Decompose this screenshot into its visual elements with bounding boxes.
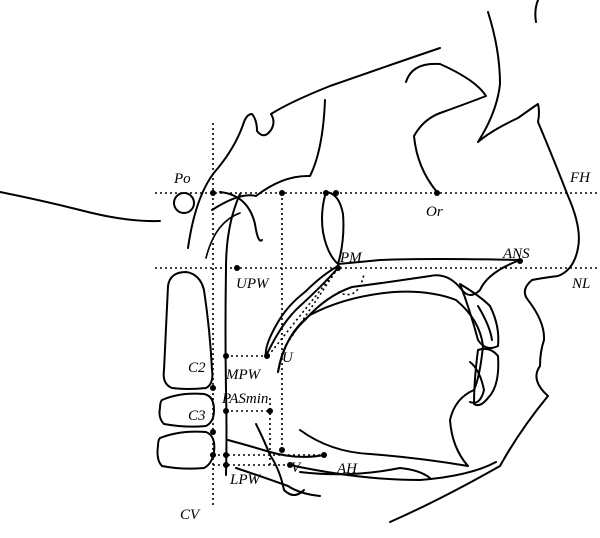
orbit-outline [405, 62, 487, 193]
point-fh-2 [323, 190, 329, 196]
skull-base-outline [0, 191, 161, 223]
point-u [264, 353, 270, 359]
label-cv: CV [180, 507, 201, 523]
point-c3 [210, 429, 216, 435]
c2-vertebra [162, 271, 214, 390]
point-pasmin-posterior [223, 408, 229, 414]
point-v [279, 447, 285, 453]
soft-palate-outline [264, 265, 339, 357]
label-v: V [291, 460, 302, 476]
label-lpw: LPW [229, 472, 262, 488]
point-ans [517, 258, 523, 264]
point-fh-1 [279, 190, 285, 196]
cervical-vertebrae [156, 271, 216, 470]
landmark-labels: Po FH Or PM ANS NL UPW U C2 MPW PASmin C… [173, 170, 591, 523]
landmark-points [210, 190, 523, 468]
point-pm [335, 265, 341, 271]
hyoid-outline [227, 439, 325, 458]
point-c3-lower [223, 462, 229, 468]
point-upw [234, 265, 240, 271]
upper-incisor-outline [459, 283, 500, 349]
hyoid-lower-outline [235, 467, 321, 497]
label-mpw: MPW [225, 367, 262, 383]
mandible-lower-border [299, 467, 431, 479]
point-c2 [210, 385, 216, 391]
reference-lines [155, 123, 598, 505]
posterior-pharyngeal-wall [219, 191, 263, 242]
label-pasmin: PASmin [221, 391, 268, 407]
tongue-outline [277, 290, 484, 467]
point-fh-3 [333, 190, 339, 196]
upper-incisor-crown [477, 305, 493, 341]
mandible-inner-line [289, 461, 497, 481]
label-c2: C2 [188, 360, 206, 376]
point-or [434, 190, 440, 196]
pm-u-line-a [267, 267, 339, 357]
lower-incisor-outline [473, 347, 500, 407]
c4-vertebra [156, 430, 216, 470]
c3-vertebra [158, 392, 215, 428]
point-v-lower [287, 462, 293, 468]
epiglottis-outline [255, 423, 305, 496]
pharynx-posterior-line [224, 193, 241, 476]
label-u: U [282, 350, 294, 366]
pterygoid-plate-outline [321, 191, 345, 265]
point-pasmin-anterior [267, 408, 273, 414]
point-cv-lower [210, 452, 216, 458]
soft-tissue-profile [389, 0, 549, 523]
label-ah: AH [336, 461, 358, 477]
label-fh: FH [569, 170, 591, 186]
point-lpw [223, 452, 229, 458]
sphenoid-outline [205, 212, 241, 259]
label-pm: PM [339, 250, 363, 266]
point-mpw [223, 353, 229, 359]
label-upw: UPW [236, 276, 270, 292]
nose-profile [477, 11, 580, 281]
label-po: Po [173, 171, 191, 187]
porion-ear-rod [173, 192, 195, 214]
label-c3: C3 [188, 408, 206, 424]
anatomy-outlines [0, 0, 580, 523]
label-nl: NL [571, 276, 590, 292]
point-po [210, 190, 216, 196]
label-ans: ANS [502, 246, 530, 262]
cranial-base-outline [187, 47, 441, 249]
lower-incisor-root [469, 361, 485, 404]
point-ah [321, 452, 327, 458]
label-or: Or [426, 204, 443, 220]
